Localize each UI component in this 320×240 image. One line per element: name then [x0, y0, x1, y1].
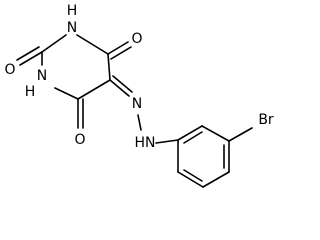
atom-nh-hydrazo: HN — [135, 135, 156, 151]
bond-b1-b2-inner — [183, 131, 203, 144]
bond-c2-o-b — [16, 46, 40, 61]
atom-h-top: H — [67, 3, 78, 19]
bond-c5-c6 — [107, 53, 111, 81]
bond-n3-c4 — [54, 87, 79, 100]
atom-br: Br — [258, 112, 274, 128]
atom-n-top: N — [67, 20, 77, 36]
bond-c5-n-a — [109, 79, 130, 97]
atom-o-left: O — [4, 62, 15, 78]
bond-b3-br — [228, 127, 253, 142]
bond-nh-aryl — [155, 139, 179, 144]
atom-labels: O H N O H N O N HN Br — [4, 3, 273, 151]
benzene-ring — [177, 125, 253, 188]
bond-c6-o-a — [107, 41, 129, 55]
bond-b5-b6 — [177, 171, 204, 188]
hydrazone-bonds — [109, 75, 179, 144]
atom-o-top: O — [131, 31, 142, 47]
carbonyl-bonds — [16, 41, 132, 129]
bond-n1-c2 — [41, 34, 67, 53]
atom-n-left: N — [37, 68, 47, 84]
bond-c2-o-a — [19, 51, 43, 66]
bond-n-nh — [137, 114, 142, 131]
bond-b4-b5 — [202, 171, 230, 188]
bond-b5-b6-inner — [183, 169, 203, 182]
bond-c5-n-b — [112, 75, 133, 93]
bond-b1-b2 — [177, 125, 203, 141]
pyrimidine-ring — [41, 34, 111, 100]
bond-c4-c5 — [77, 79, 111, 100]
bond-c6-n1 — [76, 34, 109, 55]
atom-o-bottom: O — [74, 132, 85, 148]
atom-n-azo: N — [132, 96, 142, 112]
chemical-structure: O H N O H N O N HN Br — [4, 3, 274, 188]
atom-h-left: H — [25, 84, 36, 100]
bond-b2-b3 — [201, 125, 230, 142]
bond-c6-o-b — [110, 46, 132, 60]
